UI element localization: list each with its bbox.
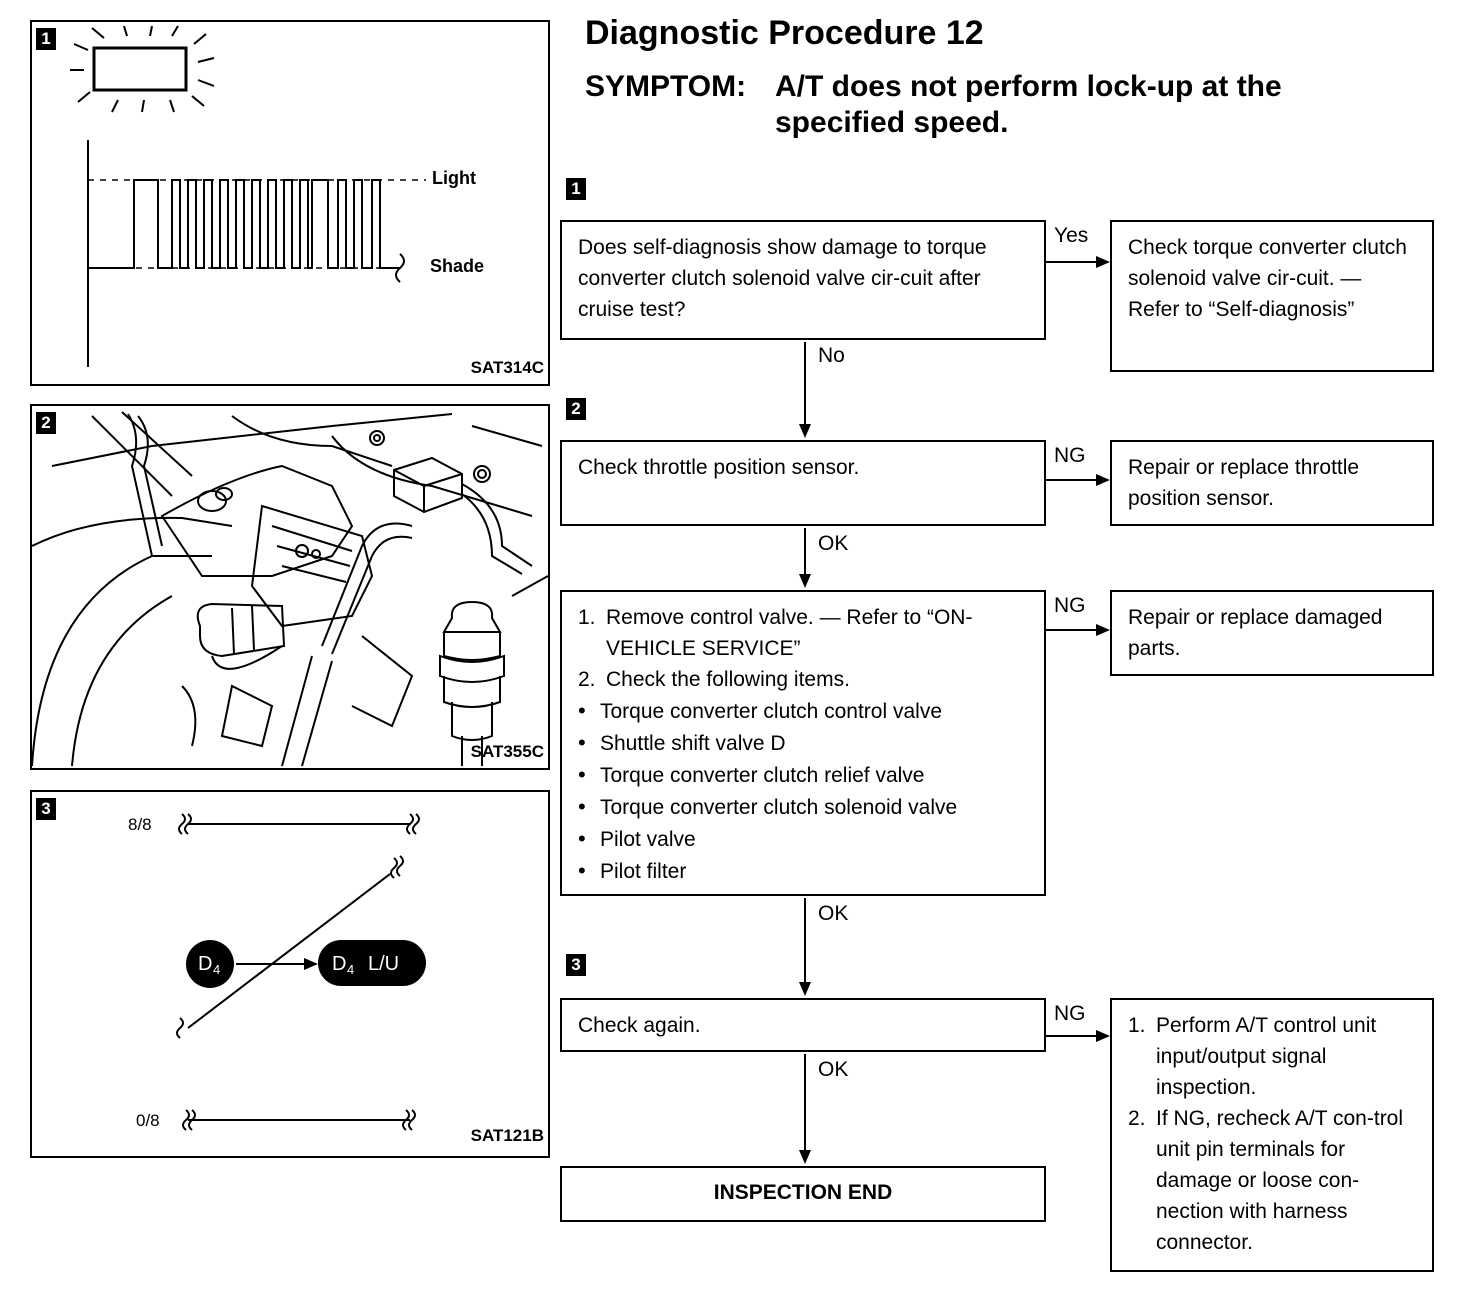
inspection-end-text: INSPECTION END	[713, 1181, 893, 1204]
page-title: Diagnostic Procedure 12	[585, 14, 984, 52]
figure-2-badge: 2	[36, 412, 56, 434]
step-3-badge: 3	[566, 954, 586, 976]
check-item: Shuttle shift valve D	[578, 727, 1028, 759]
q3-ng-label: NG	[1054, 594, 1086, 617]
indicator-lamp-icon	[92, 46, 188, 92]
repair-throttle-sensor-text: Repair or replace throttle position sens…	[1128, 456, 1360, 510]
lockup-throttle-diagram: D 4 D 4 L/U 8/8 0/8	[128, 813, 426, 1131]
d4lu-suffix: L/U	[368, 953, 399, 975]
figure-2-code: SAT355C	[470, 742, 544, 761]
symptom-label: SYMPTOM:	[585, 70, 747, 103]
d4-label: D	[198, 953, 212, 975]
repair-damaged-parts-text: Repair or replace damaged parts.	[1128, 606, 1383, 660]
figure-3-badge: 3	[36, 798, 56, 820]
q4-ok-label: OK	[818, 1058, 849, 1081]
inspection-end-box: INSPECTION END	[560, 1166, 1046, 1222]
d4lu-sub: 4	[347, 962, 354, 977]
perform-inspection-step-2: 2.If NG, recheck A/T con-trol unit pin t…	[1128, 1107, 1404, 1254]
bottom-label: 0/8	[136, 1111, 160, 1130]
q1-yes-label: Yes	[1054, 224, 1089, 247]
throttle-sensor-illustration	[32, 411, 548, 767]
throttle-sensor-check-box: Check throttle position sensor.	[560, 440, 1046, 526]
check-item: Torque converter clutch solenoid valve	[578, 791, 1028, 823]
figure-3-code: SAT121B	[470, 1126, 544, 1145]
check-solenoid-circuit-box: Check torque converter clutch solenoid v…	[1110, 220, 1434, 372]
check-solenoid-circuit-text: Check torque converter clutch solenoid v…	[1128, 236, 1407, 321]
figure-3-panel: D 4 D 4 L/U 8/8 0/8 3 SAT121B	[30, 790, 550, 1158]
light-label: Light	[432, 168, 476, 188]
figure-1-code: SAT314C	[470, 358, 544, 377]
d4-sub: 4	[213, 962, 220, 977]
q2-ng-label: NG	[1054, 444, 1086, 467]
self-diagnosis-question: Does self-diagnosis show damage to torqu…	[578, 236, 987, 321]
control-valve-step-1: 1.Remove control valve. — Refer to “ON-V…	[578, 606, 973, 660]
figure-1-badge: 1	[36, 28, 56, 50]
control-valve-check-box: 1.Remove control valve. — Refer to “ON-V…	[560, 590, 1046, 896]
check-item: Pilot valve	[578, 823, 1028, 855]
q2-ok-label: OK	[818, 532, 849, 555]
step-1-badge: 1	[566, 178, 586, 200]
lamp-rays-icon	[70, 25, 215, 113]
control-valve-step-2: 2.Check the following items.	[578, 668, 850, 691]
throttle-sensor-check-text: Check throttle position sensor.	[578, 456, 860, 479]
check-again-box: Check again.	[560, 998, 1046, 1052]
top-label: 8/8	[128, 815, 152, 834]
d4lu-label: D	[332, 953, 346, 975]
symptom-line-1: A/T does not perform lock-up at the	[775, 70, 1282, 103]
repair-damaged-parts-box: Repair or replace damaged parts.	[1110, 590, 1434, 676]
check-item: Pilot filter	[578, 855, 1028, 887]
perform-inspection-step-1: 1.Perform A/T control unit input/output …	[1128, 1014, 1377, 1099]
symptom-line-2: specified speed.	[775, 106, 1009, 139]
figure-1-panel: Light Shade 1 SAT314C	[30, 20, 550, 386]
indicator-waveform-graphic: Light Shade	[70, 25, 484, 367]
control-valve-steps: 1.Remove control valve. — Refer to “ON-V…	[578, 602, 1028, 695]
figure-2-panel: 2 SAT355C	[30, 404, 550, 770]
q1-no-label: No	[818, 344, 845, 367]
shade-label: Shade	[430, 256, 484, 276]
control-valve-check-list: Torque converter clutch control valve Sh…	[578, 695, 1028, 887]
check-item: Torque converter clutch relief valve	[578, 759, 1028, 791]
check-item: Torque converter clutch control valve	[578, 695, 1028, 727]
perform-inspection-box: 1.Perform A/T control unit input/output …	[1110, 998, 1434, 1272]
q3-ok-label: OK	[818, 902, 849, 925]
step-2-badge: 2	[566, 398, 586, 420]
check-again-text: Check again.	[578, 1014, 701, 1037]
q4-ng-label: NG	[1054, 1002, 1086, 1025]
self-diagnosis-question-box: Does self-diagnosis show damage to torqu…	[560, 220, 1046, 340]
repair-throttle-sensor-box: Repair or replace throttle position sens…	[1110, 440, 1434, 526]
perform-inspection-steps: 1.Perform A/T control unit input/output …	[1128, 1010, 1416, 1258]
